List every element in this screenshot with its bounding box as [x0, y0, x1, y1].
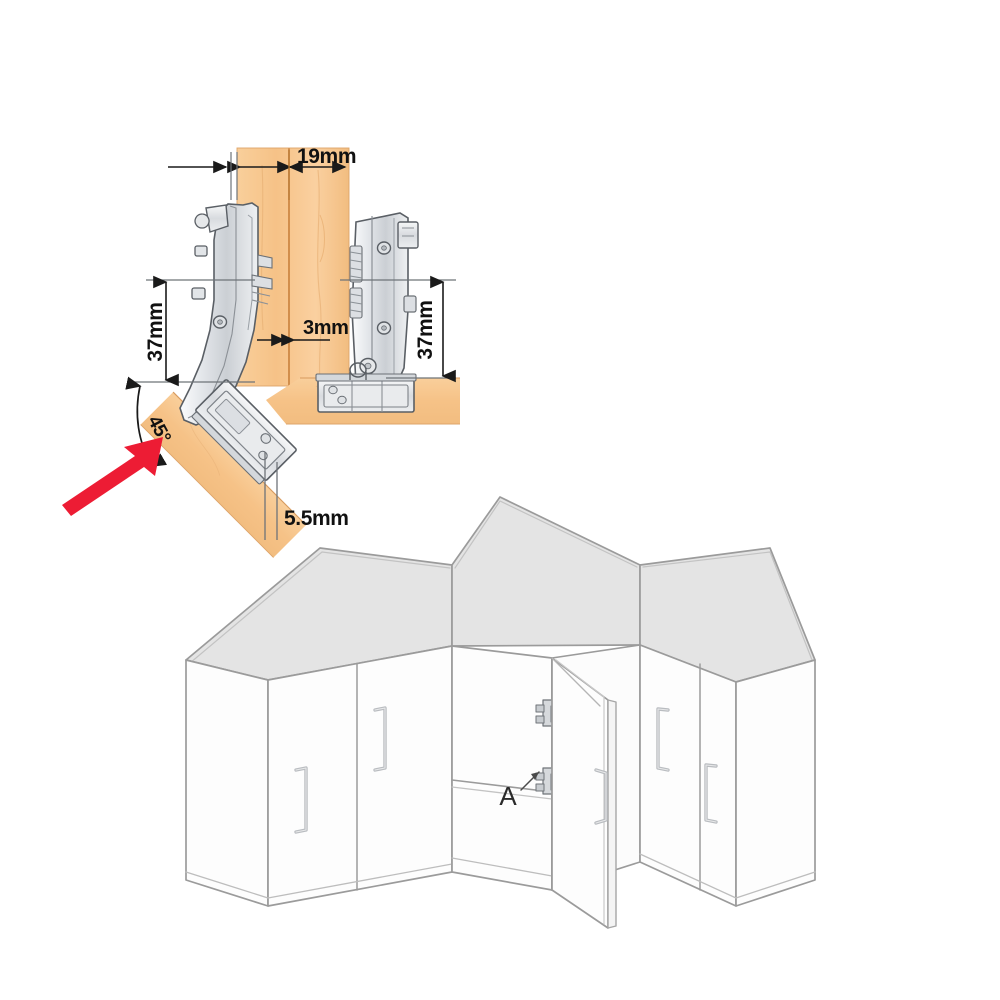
callout-label-a: A	[499, 781, 517, 811]
dimension-label-5-5mm: 5.5mm	[284, 507, 349, 530]
open-corner-door	[551, 657, 617, 929]
right-cabinet-body	[639, 644, 816, 907]
handle-right-door-1[interactable]	[656, 707, 670, 772]
angled-mounting-plate	[191, 379, 297, 485]
dimension-3mm: 3mm	[257, 317, 349, 347]
open-door-face	[551, 657, 609, 929]
handle-right-door-2[interactable]	[704, 763, 718, 824]
red-emphasis-arrow	[62, 437, 163, 516]
center-cabinet-body: A	[451, 644, 641, 929]
dimension-label-19mm: 19mm	[297, 145, 356, 168]
handle-open-door[interactable]	[594, 768, 608, 825]
handle-left-door-1[interactable]	[294, 766, 308, 834]
dimension-37mm-right: 37mm	[340, 275, 456, 383]
callout-detail-a: A	[499, 771, 540, 811]
left-cabinet-body	[185, 645, 453, 907]
dimension-label-3mm: 3mm	[303, 317, 349, 339]
dimension-label-37mm-right: 37mm	[414, 300, 437, 359]
dimension-label-37mm-left: 37mm	[144, 302, 167, 361]
handle-left-door-2[interactable]	[373, 706, 387, 772]
dimension-19mm: 19mm	[289, 145, 357, 200]
dimension-5-5mm: 5.5mm	[264, 452, 349, 540]
center-cabinet-shelf	[451, 779, 553, 793]
corner-cabinet-isometric: A	[185, 496, 816, 929]
horizontal-mounting-plate	[315, 362, 417, 413]
hinge-cross-section: 19mm 3mm 37mm 37mm 45°	[62, 145, 460, 558]
